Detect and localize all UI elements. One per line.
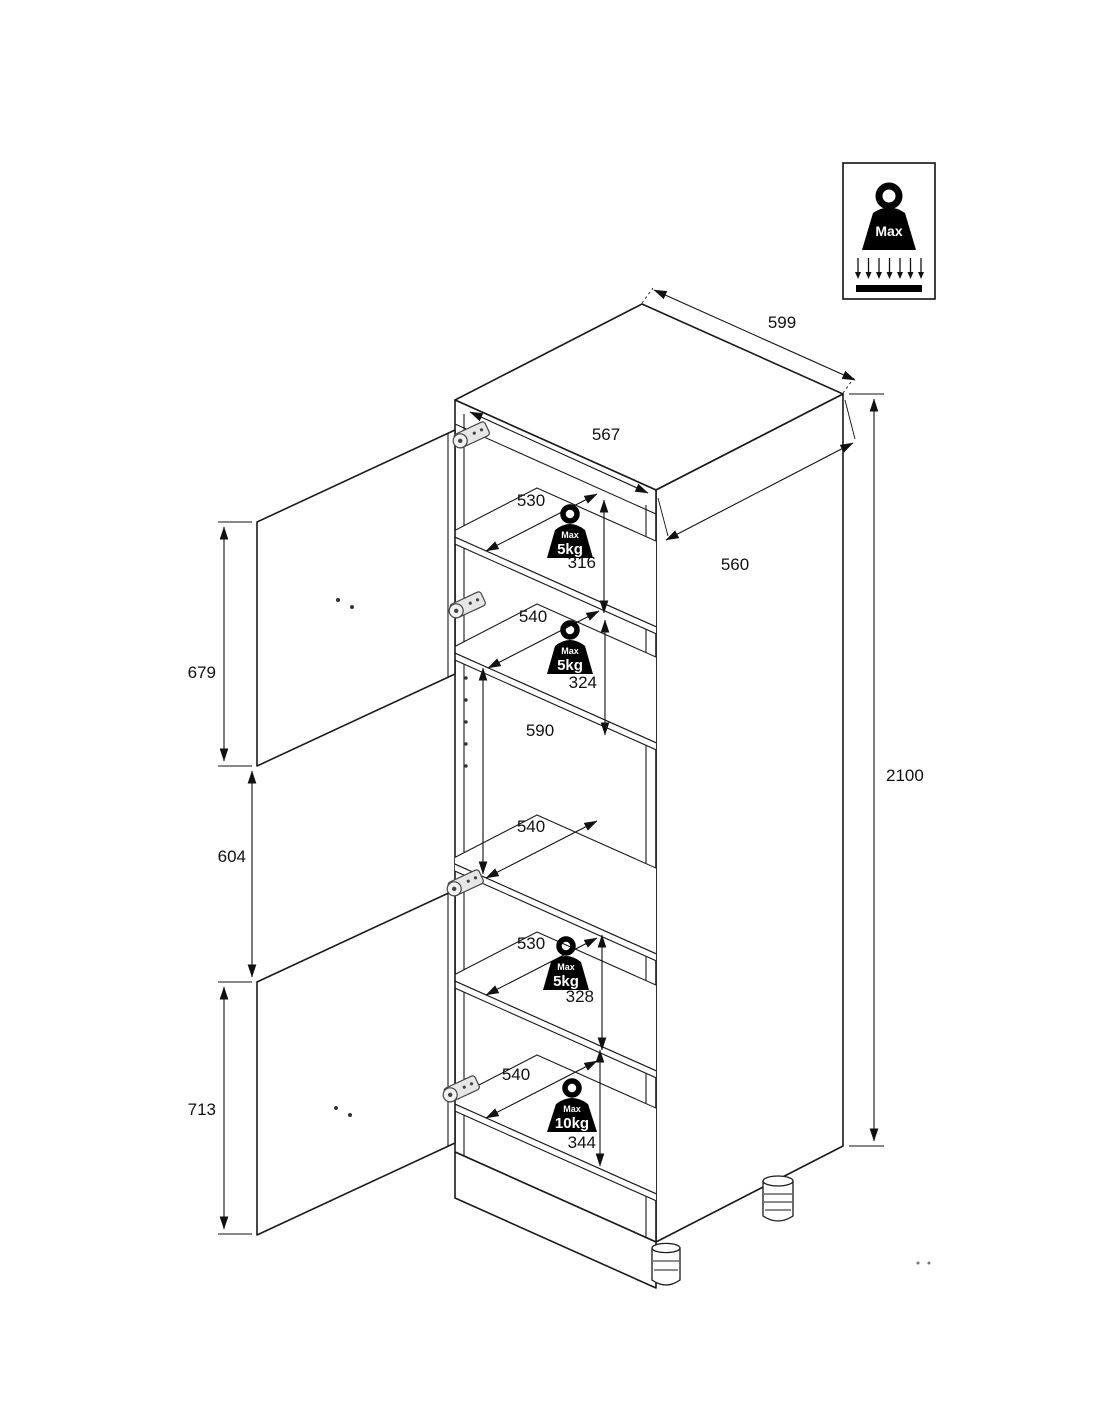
dim-713: 713 — [188, 1100, 216, 1119]
foot-front — [651, 1242, 681, 1286]
cabinet-plinth — [454, 1151, 657, 1289]
dim-540-bottom: 540 — [502, 1065, 530, 1084]
badge-max-label: Max — [557, 962, 575, 972]
adjustable-feet — [651, 1175, 794, 1286]
dim-560: 560 — [721, 555, 749, 574]
pressure-arrows — [855, 258, 924, 279]
stray-marks — [916, 1261, 931, 1265]
load-badge-shelf1: Max 5kg — [547, 504, 593, 558]
dim-679: 679 — [188, 663, 216, 682]
doors — [256, 429, 456, 1236]
shelf-pin-holes — [464, 676, 468, 768]
dim-344: 344 — [568, 1133, 596, 1152]
dim-530-shelf1: 530 — [517, 491, 545, 510]
door-top — [256, 429, 456, 767]
load-badge-shelf3: Max 5kg — [543, 936, 589, 990]
dimension-lines: 599 567 560 2100 679 604 713 530 316 — [188, 287, 924, 1235]
load-badge-shelf2: Max 5kg — [547, 620, 593, 674]
badge-weight-label: 5kg — [557, 657, 583, 674]
dim-324: 324 — [569, 673, 597, 692]
badge-weight-label: 5kg — [553, 973, 579, 990]
hinge-icon — [446, 869, 484, 897]
dim-567: 567 — [592, 425, 620, 444]
legend-max-label: Max — [875, 223, 902, 239]
dim-599: 599 — [768, 313, 796, 332]
dim-604: 604 — [218, 847, 246, 866]
max-load-legend: Max — [842, 162, 936, 300]
dim-540-shelf2: 540 — [519, 607, 547, 626]
badge-max-label: Max — [561, 646, 579, 656]
load-badge-bottom: Max 10kg — [547, 1078, 597, 1132]
foot-right — [762, 1175, 794, 1222]
door-bottom — [256, 889, 456, 1236]
kettlebell-body — [862, 207, 916, 250]
badge-weight-label: 5kg — [557, 541, 583, 558]
dim-2100: 2100 — [886, 766, 924, 785]
dim-328: 328 — [566, 987, 594, 1006]
kettlebell-ring — [875, 182, 903, 210]
badge-weight-label: 10kg — [555, 1115, 589, 1132]
load-badges: Max 5kg Max 5kg Max 5kg Max 10kg — [543, 504, 597, 1132]
cabinet-right-side-panel — [655, 393, 844, 1243]
dim-590: 590 — [526, 721, 554, 740]
legend-base-bar — [856, 285, 922, 292]
badge-max-label: Max — [563, 1104, 581, 1114]
hinge-icon — [442, 1075, 480, 1103]
dim-530-shelf3: 530 — [517, 934, 545, 953]
badge-max-label: Max — [561, 530, 579, 540]
dim-540-middle: 540 — [517, 817, 545, 836]
hinge-icon — [448, 591, 486, 619]
hinges — [442, 421, 490, 1103]
